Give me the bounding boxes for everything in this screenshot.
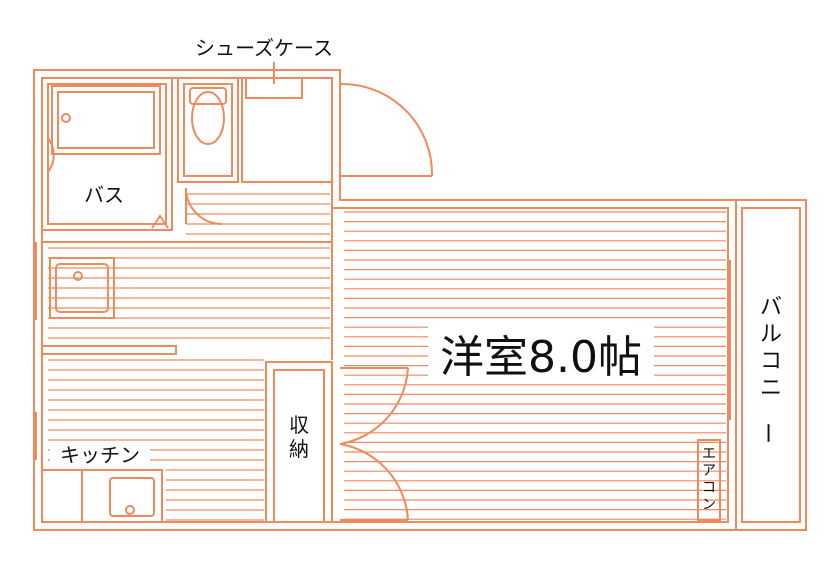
room-door-arc-upper	[339, 367, 409, 445]
floor-hatching	[48, 193, 726, 521]
balcony-inner	[741, 207, 801, 523]
bath-door-arc	[47, 137, 55, 173]
kitchen-stove	[109, 477, 155, 517]
entrance-door-arc	[339, 82, 434, 177]
toilet-room-wall	[177, 77, 239, 183]
aircon-unit	[697, 439, 721, 521]
sink-basin	[55, 263, 109, 313]
room-door-arc-lower	[339, 443, 409, 521]
bath-label: バス	[84, 183, 124, 207]
sink-counter	[49, 257, 115, 319]
bath-floor-mark	[151, 214, 169, 229]
toilet-room-inner	[183, 83, 233, 177]
bath-room-inner-wall	[47, 83, 167, 225]
shoe-case-room	[241, 77, 333, 183]
bathtub-drain	[61, 113, 71, 123]
western-room-label-bg	[428, 326, 654, 382]
balcony-outer	[735, 199, 807, 531]
kitchen-label-bg	[50, 442, 150, 468]
western-room-label: 洋室8.0帖	[440, 332, 642, 383]
sink-drain	[73, 271, 83, 281]
walls	[33, 62, 807, 531]
kitchen-label: キッチン	[60, 443, 140, 467]
bathtub	[51, 85, 161, 155]
kitchen-counter	[41, 469, 163, 523]
toilet-bowl	[191, 91, 225, 145]
storage-label: 収納	[289, 413, 309, 461]
shoe-case-label: シューズケース	[195, 36, 333, 60]
toilet-tank	[189, 87, 227, 105]
kitchen-stove-burner	[125, 505, 135, 515]
kitchen-divider	[41, 345, 177, 355]
bathtub-inner	[57, 91, 155, 149]
storage-closet-inner	[273, 369, 325, 523]
aircon-label: エアコン	[702, 446, 716, 513]
balcony-label: バルコニー	[754, 295, 782, 444]
